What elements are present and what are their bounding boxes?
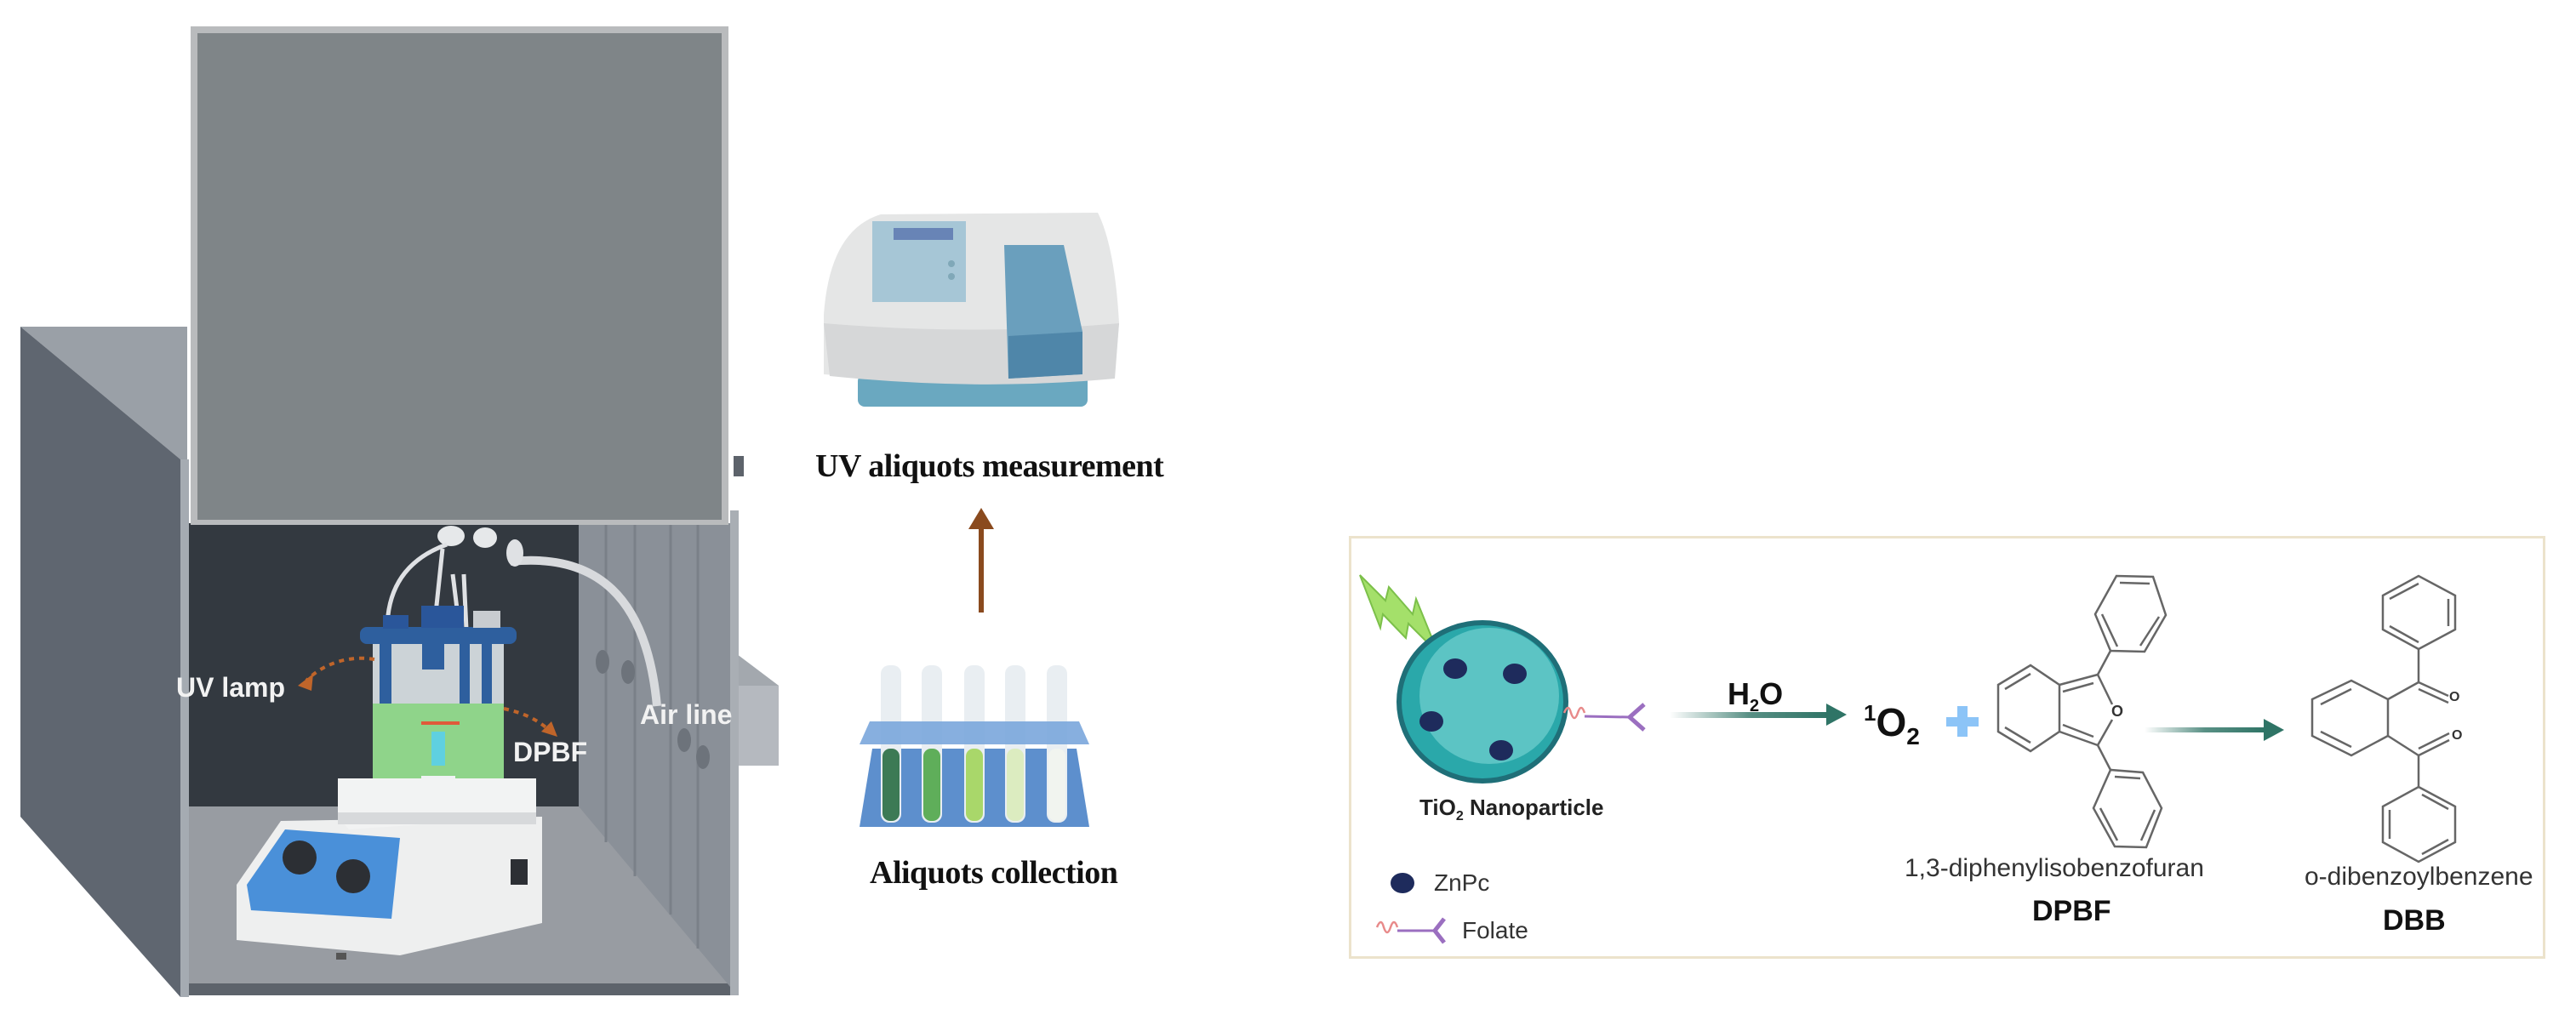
dbb-oxygen-atom-2: O <box>2452 728 2463 743</box>
magnetic-stirrer <box>237 778 542 960</box>
photoreactor-beaker <box>360 606 517 789</box>
dpbf-oxygen-atom: O <box>2111 703 2124 720</box>
tio2-prefix: TiO <box>1419 795 1456 820</box>
water-o: O <box>1759 676 1784 711</box>
cabinet-right-wall <box>579 510 739 995</box>
tio2-nanoparticle-icon <box>1397 620 1568 784</box>
dpbf-scene-label: DPBF <box>513 737 588 767</box>
znpc-dot-icon <box>1419 711 1443 732</box>
legend-folate-label: Folate <box>1462 917 1528 943</box>
folate-legend-icon <box>1375 917 1446 944</box>
lid-fittings <box>437 526 523 567</box>
air-line-tube <box>510 556 661 707</box>
air-line-label: Air line <box>640 699 733 730</box>
side-box <box>734 456 779 766</box>
plus-icon <box>1946 706 1979 737</box>
singlet-superscript: 1 <box>1864 700 1876 726</box>
dpbf-structure <box>1996 574 2168 849</box>
znpc-dot-icon <box>1443 658 1467 679</box>
uv-spectrophotometer-icon <box>824 213 1119 407</box>
aliquots-collection-label: Aliquots collection <box>870 855 1118 891</box>
singlet-oxygen-label: 1O2 <box>1864 699 1920 750</box>
dpbf-pointer <box>503 707 551 732</box>
uv-measurement-label: UV aliquots measurement <box>815 448 1164 484</box>
reaction-arrow-1 <box>1670 712 1828 718</box>
reaction-arrow-2 <box>2145 727 2265 732</box>
folate-linker-icon <box>1562 703 1646 732</box>
test-tube-rack-icon <box>860 665 1089 827</box>
water-reagent-label: H2O <box>1728 676 1783 716</box>
znpc-legend-dot-icon <box>1391 873 1414 893</box>
cabinet-lid <box>191 26 728 525</box>
dpbf-abbreviation: DPBF <box>2032 895 2111 927</box>
cabinet-left-panel <box>20 327 189 997</box>
water-subscript: 2 <box>1750 697 1760 716</box>
water-h: H <box>1728 676 1750 711</box>
tio2-subscript: 2 <box>1455 809 1464 824</box>
tio2-nanoparticle-label: TiO2 Nanoparticle <box>1419 795 1603 824</box>
singlet-subscript: 2 <box>1906 723 1920 750</box>
dbb-oxygen-atom-1: O <box>2449 690 2460 704</box>
dbb-abbreviation: DBB <box>2383 904 2446 937</box>
dbb-structure <box>2310 574 2457 863</box>
znpc-dot-icon <box>1503 664 1527 684</box>
znpc-dot-icon <box>1489 740 1513 761</box>
singlet-o: O <box>1876 700 1907 744</box>
tio2-suffix: Nanoparticle <box>1463 795 1604 820</box>
legend-znpc-label: ZnPc <box>1434 869 1490 896</box>
dpbf-full-name: 1,3-diphenylisobenzofuran <box>1905 854 2204 882</box>
uv-lamp-label: UV lamp <box>176 672 286 703</box>
dbb-full-name: o-dibenzoylbenzene <box>2305 863 2533 891</box>
